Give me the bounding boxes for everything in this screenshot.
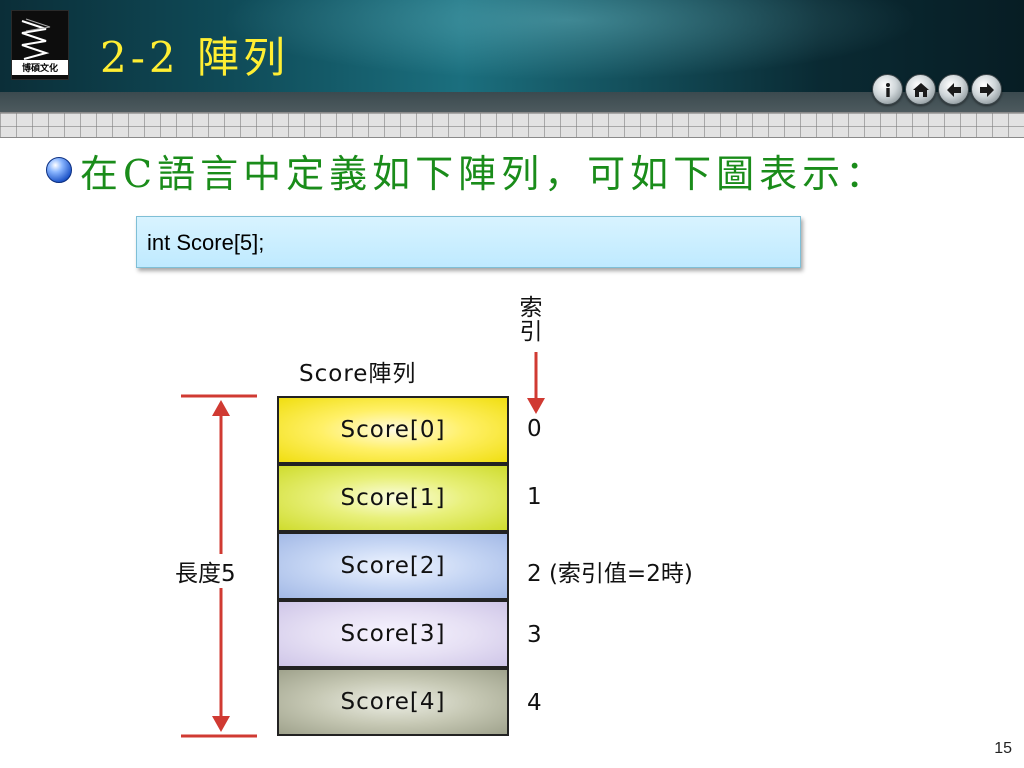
info-icon bbox=[885, 82, 890, 97]
array-cell: Score[1] bbox=[277, 464, 509, 532]
array-cell-label: Score[3] bbox=[340, 621, 446, 647]
slide-title: 2-2 陣列 bbox=[100, 33, 289, 82]
publisher-logo: 博碩文化 bbox=[11, 10, 69, 80]
diagram-arrows bbox=[181, 352, 545, 738]
code-line: int Score[5]; bbox=[147, 230, 265, 255]
code-box: int Score[5]; bbox=[136, 216, 801, 268]
index-number: 4 bbox=[527, 690, 542, 716]
length-label: 長度5 bbox=[175, 561, 236, 587]
array-cell-label: Score[2] bbox=[340, 553, 446, 579]
array-cell-label: Score[0] bbox=[340, 417, 446, 443]
index-number: 0 bbox=[527, 416, 542, 442]
array-cell: Score[4] bbox=[277, 668, 509, 736]
bullet-sphere-icon bbox=[46, 157, 72, 183]
slide-header: 博碩文化 2-2 陣列 bbox=[0, 0, 1024, 112]
array-cell: Score[3] bbox=[277, 600, 509, 668]
info-button[interactable] bbox=[872, 74, 903, 105]
index-label: 索 引 bbox=[519, 295, 543, 345]
header-lower-band bbox=[0, 92, 1024, 112]
forward-button[interactable] bbox=[971, 74, 1002, 105]
bullet-text: 在C語言中定義如下陣列，可如下圖表示： bbox=[80, 151, 889, 196]
home-button[interactable] bbox=[905, 74, 936, 105]
home-icon bbox=[912, 82, 929, 97]
back-button[interactable] bbox=[938, 74, 969, 105]
array-cell-label: Score[1] bbox=[340, 485, 446, 511]
array-title: Score陣列 bbox=[299, 361, 417, 387]
back-arrow-icon bbox=[946, 82, 961, 97]
index-number: 3 bbox=[527, 622, 542, 648]
array-cell-label: Score[4] bbox=[340, 689, 446, 715]
logo-swirl-icon bbox=[21, 18, 51, 60]
forward-arrow-icon bbox=[979, 82, 994, 97]
nav-buttons bbox=[872, 74, 1002, 106]
array-diagram: 索 引 Score陣列 Score[0] Score[1] Score[2] S… bbox=[175, 295, 767, 740]
array-cell: Score[2] bbox=[277, 532, 509, 600]
bullet-line: 在C語言中定義如下陣列，可如下圖表示： bbox=[46, 140, 888, 200]
index-number: 2 (索引值=2時) bbox=[527, 561, 693, 587]
index-number: 1 bbox=[527, 484, 542, 510]
array-cell: Score[0] bbox=[277, 396, 509, 464]
length-arrowhead-up bbox=[212, 400, 230, 416]
decorative-grid-strip bbox=[0, 112, 1024, 138]
page-number: 15 bbox=[994, 740, 1012, 757]
index-arrowhead bbox=[527, 398, 545, 414]
length-arrowhead-down bbox=[212, 716, 230, 732]
logo-text: 博碩文化 bbox=[12, 60, 68, 75]
